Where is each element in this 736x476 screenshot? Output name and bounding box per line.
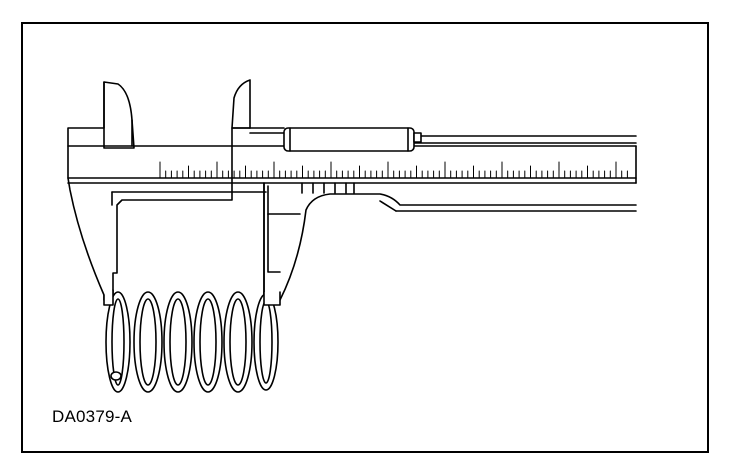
figure-code-label: DA0379-A	[52, 407, 133, 426]
main-scale-ticks	[159, 161, 628, 179]
coil-spring	[105, 291, 279, 393]
sliding-jaw	[231, 127, 637, 301]
outside-jaw-tips	[103, 79, 251, 149]
jaw-contact-points	[103, 289, 281, 306]
fixed-jaw	[67, 81, 267, 301]
vernier-scale	[301, 182, 355, 194]
illustration-frame	[21, 22, 709, 453]
locking-screw	[283, 127, 422, 152]
